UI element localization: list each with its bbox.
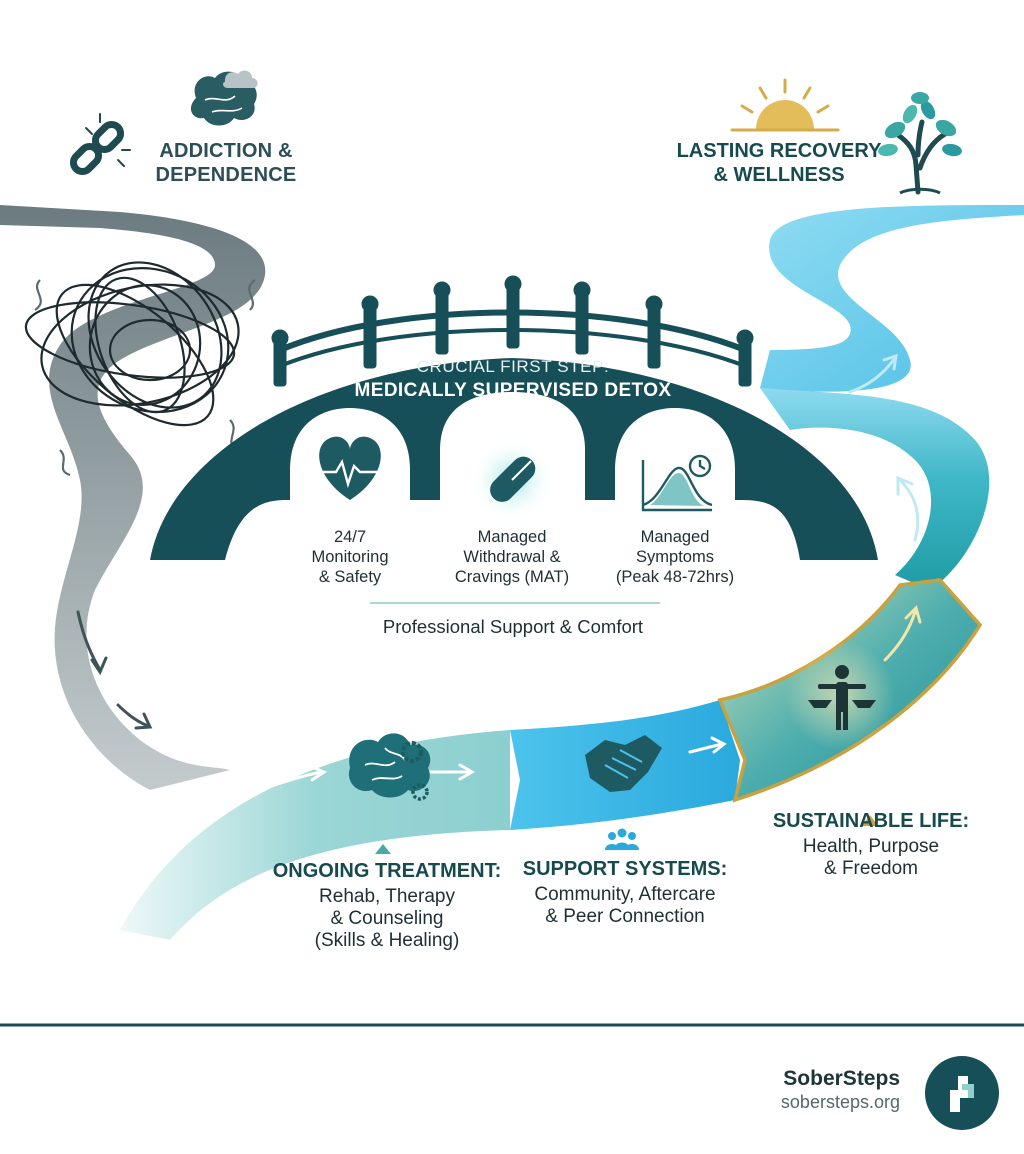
- handshake-icon: [585, 735, 662, 792]
- treatment-pointer: [375, 844, 391, 854]
- arch-label-symptoms: Managed Symptoms (Peak 48-72hrs): [604, 528, 746, 587]
- arch-label-monitoring: 24/7 Monitoring & Safety: [290, 528, 410, 587]
- recovery-path-right: [760, 388, 990, 590]
- arch-2-line2: Withdrawal &: [463, 547, 561, 566]
- stage-support-title: SUPPORT SYSTEMS:: [522, 858, 728, 880]
- bridge-support-text: Professional Support & Comfort: [382, 616, 644, 637]
- heart-pulse-icon: [318, 436, 382, 500]
- stage-support: SUPPORT SYSTEMS: Community, Aftercare & …: [520, 858, 730, 928]
- capsule-icon: [470, 438, 554, 522]
- stage-treatment-line1: Rehab, Therapy: [319, 885, 455, 907]
- arch-1-line3: & Safety: [318, 567, 382, 586]
- tree-icon: [878, 92, 962, 195]
- bridge-underside: [225, 500, 800, 655]
- stage-support-line1: Community, Aftercare: [534, 883, 716, 905]
- stage-treatment-line2: & Counseling: [330, 908, 444, 929]
- stage-sustainable-line2: & Freedom: [824, 858, 918, 879]
- end-title-line2: & WELLNESS: [713, 163, 845, 186]
- right-path-arrows: [848, 353, 920, 542]
- bridge-railing: [271, 275, 754, 387]
- support-path-arrow: [688, 736, 727, 754]
- balance-figure-icon: [808, 665, 876, 730]
- brain-cloud-icon: [190, 70, 258, 126]
- arch-1-line2: Monitoring: [311, 547, 389, 566]
- treatment-path-arrows: [238, 763, 475, 800]
- brain-gears-icon: [348, 733, 431, 801]
- sobersteps-logo-icon: [925, 1056, 999, 1130]
- arch-3-line2: Symptoms: [636, 547, 714, 566]
- stage-treatment-title: ONGOING TREATMENT:: [272, 860, 502, 882]
- sun-icon: [730, 78, 840, 132]
- arch-2-line3: Cravings (MAT): [454, 567, 570, 586]
- tangle-scribble-icon: [24, 261, 256, 477]
- brand-name: SoberSteps: [783, 1067, 900, 1090]
- brand-block: SoberSteps sobersteps.org: [700, 1067, 900, 1113]
- grey-path-arrows: [76, 610, 153, 730]
- bridge-title: MEDICALLY SUPERVISED DETOX: [354, 380, 672, 402]
- end-title: LASTING RECOVERY & WELLNESS: [670, 140, 888, 187]
- arch-3-line3: (Peak 48-72hrs): [615, 567, 735, 586]
- bridge-heading: CRUCIAL FIRST STEP: MEDICALLY SUPERVISED…: [330, 357, 696, 402]
- recovery-path-upper: [760, 205, 1024, 392]
- start-title: ADDICTION & DEPENDENCE: [146, 140, 306, 187]
- arch-3-line1: Managed: [640, 528, 710, 546]
- start-title-line2: DEPENDENCE: [155, 163, 297, 186]
- brand-url[interactable]: sobersteps.org: [780, 1091, 900, 1112]
- stage-support-line2: & Peer Connection: [545, 906, 705, 927]
- sustainable-pointer: [862, 815, 878, 826]
- stage-treatment: ONGOING TREATMENT: Rehab, Therapy & Coun…: [262, 860, 512, 953]
- people-group-icon: [605, 828, 639, 850]
- stage-sustainable-title: SUSTAINABLE LIFE:: [772, 810, 970, 832]
- addiction-path: [0, 205, 266, 790]
- broken-chain-icon: [69, 113, 131, 176]
- arch-1-line1: 24/7: [333, 528, 367, 546]
- start-title-line1: ADDICTION &: [159, 140, 293, 162]
- arch-label-withdrawal: Managed Withdrawal & Cravings (MAT): [436, 528, 588, 587]
- stage-sustainable: SUSTAINABLE LIFE: Health, Purpose & Free…: [768, 810, 974, 880]
- arch-2-line1: Managed: [477, 528, 547, 546]
- stage-sustainable-line1: Health, Purpose: [802, 835, 940, 857]
- bridge-subtitle: CRUCIAL FIRST STEP:: [416, 357, 610, 376]
- sustainable-path-arrow: [883, 605, 922, 662]
- end-title-line1: LASTING RECOVERY: [676, 140, 882, 162]
- stage-treatment-line3: (Skills & Healing): [314, 930, 460, 952]
- symptom-curve-clock-icon: [641, 454, 713, 512]
